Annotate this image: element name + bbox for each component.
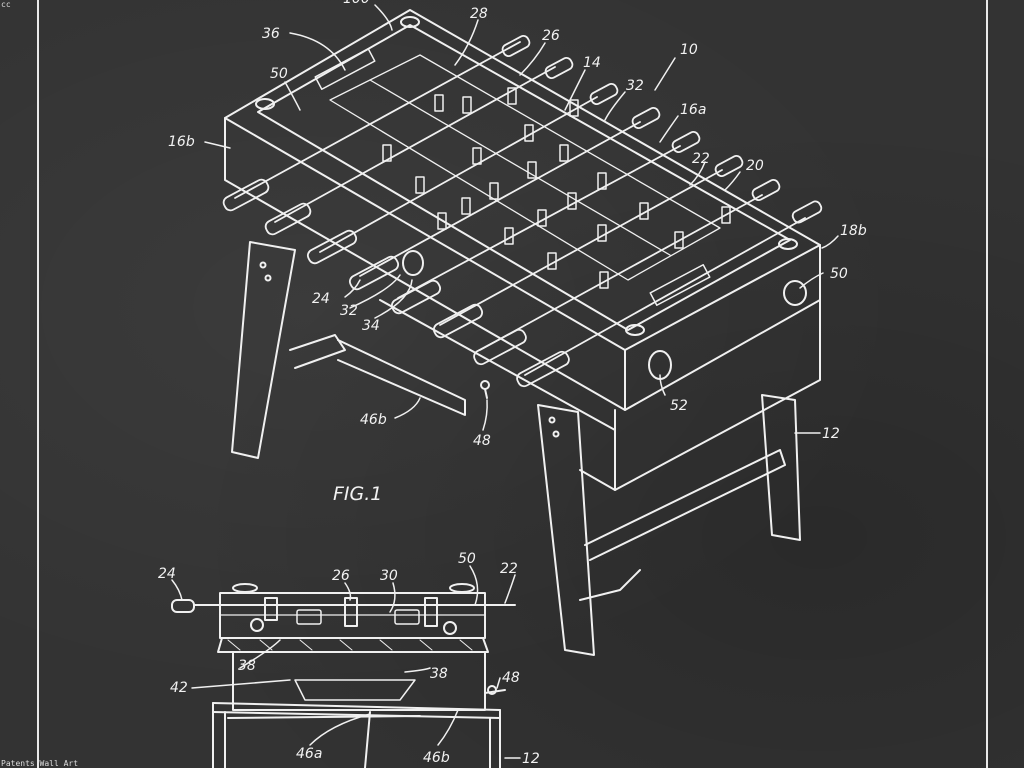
fig1-handles bbox=[222, 34, 823, 388]
fig1-rods bbox=[234, 41, 806, 376]
label-16b: 16b bbox=[168, 134, 195, 150]
fig2-label-38b: 38 bbox=[430, 666, 448, 682]
fig2-label-38a: 38 bbox=[238, 658, 256, 674]
fig2-section bbox=[171, 583, 516, 768]
label-50b: 50 bbox=[830, 266, 848, 282]
left-frame-line bbox=[37, 0, 39, 768]
fig2-leader-lines bbox=[171, 565, 521, 759]
credit-text: Patents Wall Art bbox=[1, 759, 79, 768]
fig2-label-46a: 46a bbox=[296, 746, 322, 762]
label-46b: 46b bbox=[360, 412, 387, 428]
label-16a: 16a bbox=[680, 102, 706, 118]
label-24: 24 bbox=[312, 291, 330, 307]
corner-tag: cc bbox=[1, 0, 11, 9]
fig2-label-26: 26 bbox=[332, 568, 350, 584]
fig1-legs bbox=[231, 241, 801, 656]
fig2-label-48: 48 bbox=[502, 670, 520, 686]
fig1-labels: 100 28 36 26 10 14 50 32 16a 16b 22 20 1… bbox=[168, 0, 867, 449]
label-32a: 32 bbox=[626, 78, 644, 94]
fig2-label-30: 30 bbox=[380, 568, 398, 584]
fig2-label-46b: 46b bbox=[423, 750, 450, 766]
label-22: 22 bbox=[692, 151, 710, 167]
label-20: 20 bbox=[746, 158, 764, 174]
fig2-label-22: 22 bbox=[500, 561, 518, 577]
fig2-label-42: 42 bbox=[170, 680, 188, 696]
fig1-players bbox=[382, 87, 731, 289]
figure-caption: FIG.1 bbox=[333, 483, 382, 505]
label-34: 34 bbox=[362, 318, 380, 334]
fig1-leader-lines bbox=[204, 4, 839, 434]
label-28: 28 bbox=[470, 6, 488, 22]
right-frame-line bbox=[986, 0, 988, 768]
fig2-label-12: 12 bbox=[522, 751, 540, 767]
label-32b: 32 bbox=[340, 303, 358, 319]
label-12: 12 bbox=[822, 426, 840, 442]
label-50a: 50 bbox=[270, 66, 288, 82]
label-52: 52 bbox=[670, 398, 688, 414]
fig2-label-50: 50 bbox=[458, 551, 476, 567]
label-26: 26 bbox=[542, 28, 560, 44]
label-10: 10 bbox=[680, 42, 698, 58]
label-36: 36 bbox=[262, 26, 280, 42]
label-48: 48 bbox=[473, 433, 491, 449]
fig2-labels: 24 26 30 50 22 38 38 42 48 46a 46b 12 bbox=[158, 551, 540, 767]
label-100: 100 bbox=[343, 0, 370, 7]
label-14: 14 bbox=[583, 55, 601, 71]
fig2-label-24: 24 bbox=[158, 566, 176, 582]
fig1-table bbox=[224, 9, 821, 491]
label-18b: 18b bbox=[840, 223, 867, 239]
